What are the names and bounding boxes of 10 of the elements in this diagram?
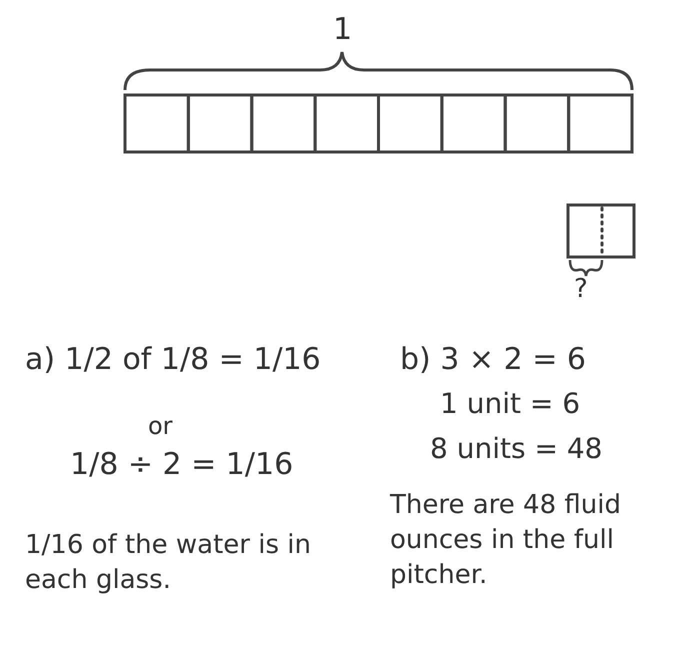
- equation-text: 1 unit = 6: [440, 386, 580, 422]
- equation-text: a) 1/2 of 1/8 = 1/16: [25, 341, 321, 379]
- answer-text: There are 48 fluid ounces in the full pitcher.: [390, 489, 622, 592]
- equation-text: 8 units = 48: [430, 431, 602, 467]
- equation-text: b) 3 × 2 = 6: [400, 341, 586, 379]
- whole-label: 1: [333, 11, 352, 49]
- unknown-mark: ?: [574, 273, 588, 306]
- answer-text: 1/16 of the water is in each glass.: [25, 529, 312, 598]
- or-text: or: [148, 411, 173, 442]
- equation-text: 1/8 ÷ 2 = 1/16: [70, 446, 294, 484]
